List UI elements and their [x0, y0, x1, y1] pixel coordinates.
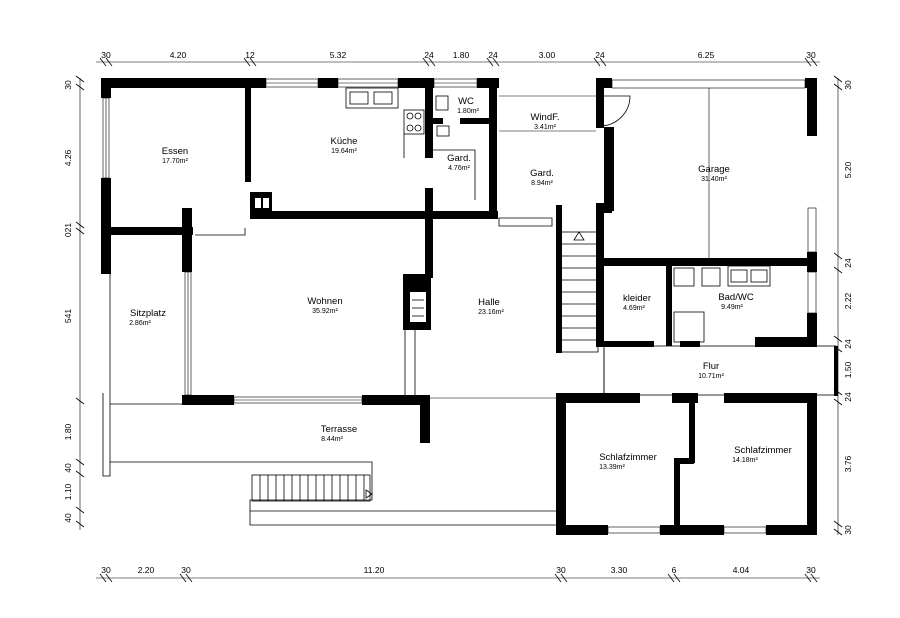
- dim-left-7: 1.10: [63, 483, 73, 500]
- room-name-gard-small: Gard.: [447, 153, 471, 164]
- dim-right-4: 2.22: [843, 292, 853, 309]
- room-name-flur: Flur: [703, 361, 719, 372]
- room-area-sitzplatz: 2.86m²: [129, 320, 151, 327]
- dim-right-8: 3.76: [843, 455, 853, 472]
- dim-left-3: 021: [63, 223, 73, 237]
- room-area-terrasse: 8.44m²: [321, 436, 343, 443]
- room-name-halle: Halle: [478, 297, 500, 308]
- room-name-schlafzimmer-1: Schlafzimmer: [599, 452, 657, 463]
- room-name-kleider: kleider: [623, 293, 651, 304]
- fixtures: [195, 87, 771, 395]
- room-area-gard-small: 4.76m²: [448, 165, 470, 172]
- room-area-gard: 8.94m²: [531, 180, 553, 187]
- room-area-kleider: 4.69m²: [623, 305, 645, 312]
- dim-left-1: 30: [63, 80, 73, 90]
- dim-top-3: 12: [245, 50, 255, 60]
- dim-right-7: 24: [843, 392, 853, 402]
- room-name-essen: Essen: [162, 146, 188, 157]
- room-area-essen: 17.70m²: [162, 158, 188, 165]
- dim-left-8: 40: [63, 513, 73, 523]
- dim-right-9: 30: [843, 525, 853, 535]
- room-name-gard: Gard.: [530, 168, 554, 179]
- dim-top-10: 6.25: [698, 50, 715, 60]
- room-area-kueche: 19.64m²: [331, 148, 357, 155]
- dim-bottom-9: 30: [806, 565, 816, 575]
- bath-shower: [673, 311, 705, 343]
- dim-left-5: 1.80: [63, 423, 73, 440]
- room-area-wc: 1.80m²: [457, 108, 479, 115]
- room-name-terrasse: Terrasse: [321, 424, 357, 435]
- dim-top-11: 30: [806, 50, 816, 60]
- dim-bottom-2: 2.20: [138, 565, 155, 575]
- walls: [101, 78, 838, 535]
- dim-right-2: 5.20: [843, 161, 853, 178]
- room-area-windfang: 3.41m²: [534, 124, 556, 131]
- windows: [102, 78, 817, 534]
- dim-bottom-1: 30: [101, 565, 111, 575]
- room-area-halle: 23.16m²: [478, 309, 504, 316]
- terrace-stair: [251, 474, 373, 502]
- room-area-flur: 10.71m²: [698, 373, 724, 380]
- dim-left-2: 4.26: [63, 149, 73, 166]
- dim-top-4: 5.32: [330, 50, 347, 60]
- bath-bidet: [701, 267, 721, 287]
- room-area-schlafzimmer-1: 13.39m²: [599, 464, 625, 471]
- kitchen-sink: [345, 87, 399, 109]
- dim-right-3: 24: [843, 258, 853, 268]
- dim-top-1: 30: [101, 50, 111, 60]
- bath-double-sink: [727, 265, 771, 287]
- interior-stair: [559, 231, 599, 353]
- dim-bottom-3: 30: [181, 565, 191, 575]
- dim-top-9: 24: [595, 50, 605, 60]
- dim-right-1: 30: [843, 80, 853, 90]
- room-labels: Essen 17.70m² Küche 19.64m² WC 1.80m² Ga…: [129, 96, 792, 471]
- dim-bottom-7: 6: [672, 565, 677, 575]
- room-name-wc: WC: [458, 96, 474, 107]
- dim-left-6: 40: [63, 463, 73, 473]
- room-name-windfang: WindF.: [530, 112, 559, 123]
- room-area-schlafzimmer-2: 14.18m²: [732, 457, 758, 464]
- room-name-kueche: Küche: [331, 136, 358, 147]
- bath-toilet: [673, 267, 695, 287]
- kitchen-stove: [403, 109, 425, 135]
- dim-top-2: 4.20: [170, 50, 187, 60]
- dim-top-6: 1.80: [453, 50, 470, 60]
- dim-bottom-8: 4.04: [733, 565, 750, 575]
- dim-top-8: 3.00: [539, 50, 556, 60]
- room-area-garage: 31.40m²: [701, 176, 727, 183]
- dim-bottom-5: 30: [556, 565, 566, 575]
- room-area-bad: 9.49m²: [721, 304, 743, 311]
- dim-top-5: 24: [424, 50, 434, 60]
- room-name-garage: Garage: [698, 164, 730, 175]
- dim-top-7: 24: [488, 50, 498, 60]
- room-name-sitzplatz: Sitzplatz: [130, 308, 166, 319]
- dim-right-5: 24: [843, 339, 853, 349]
- dim-left-4: 541: [63, 309, 73, 323]
- room-area-wohnen: 35.92m²: [312, 308, 338, 315]
- room-name-wohnen: Wohnen: [307, 296, 342, 307]
- dim-right-6: 1.50: [843, 361, 853, 378]
- dim-bottom-4: 11.20: [364, 565, 385, 575]
- dim-bottom-6: 3.30: [611, 565, 628, 575]
- room-name-bad: Bad/WC: [718, 292, 754, 303]
- entry-door-swing: [599, 95, 631, 127]
- terrace-outline: [102, 232, 837, 526]
- wc-toilet: [435, 95, 449, 111]
- room-name-schlafzimmer-2: Schlafzimmer: [734, 445, 792, 456]
- wc-sink: [436, 125, 450, 137]
- dimension-lines: 30 4.20 12 5.32 24 1.80 24 3.00 24 6.25 …: [63, 50, 853, 583]
